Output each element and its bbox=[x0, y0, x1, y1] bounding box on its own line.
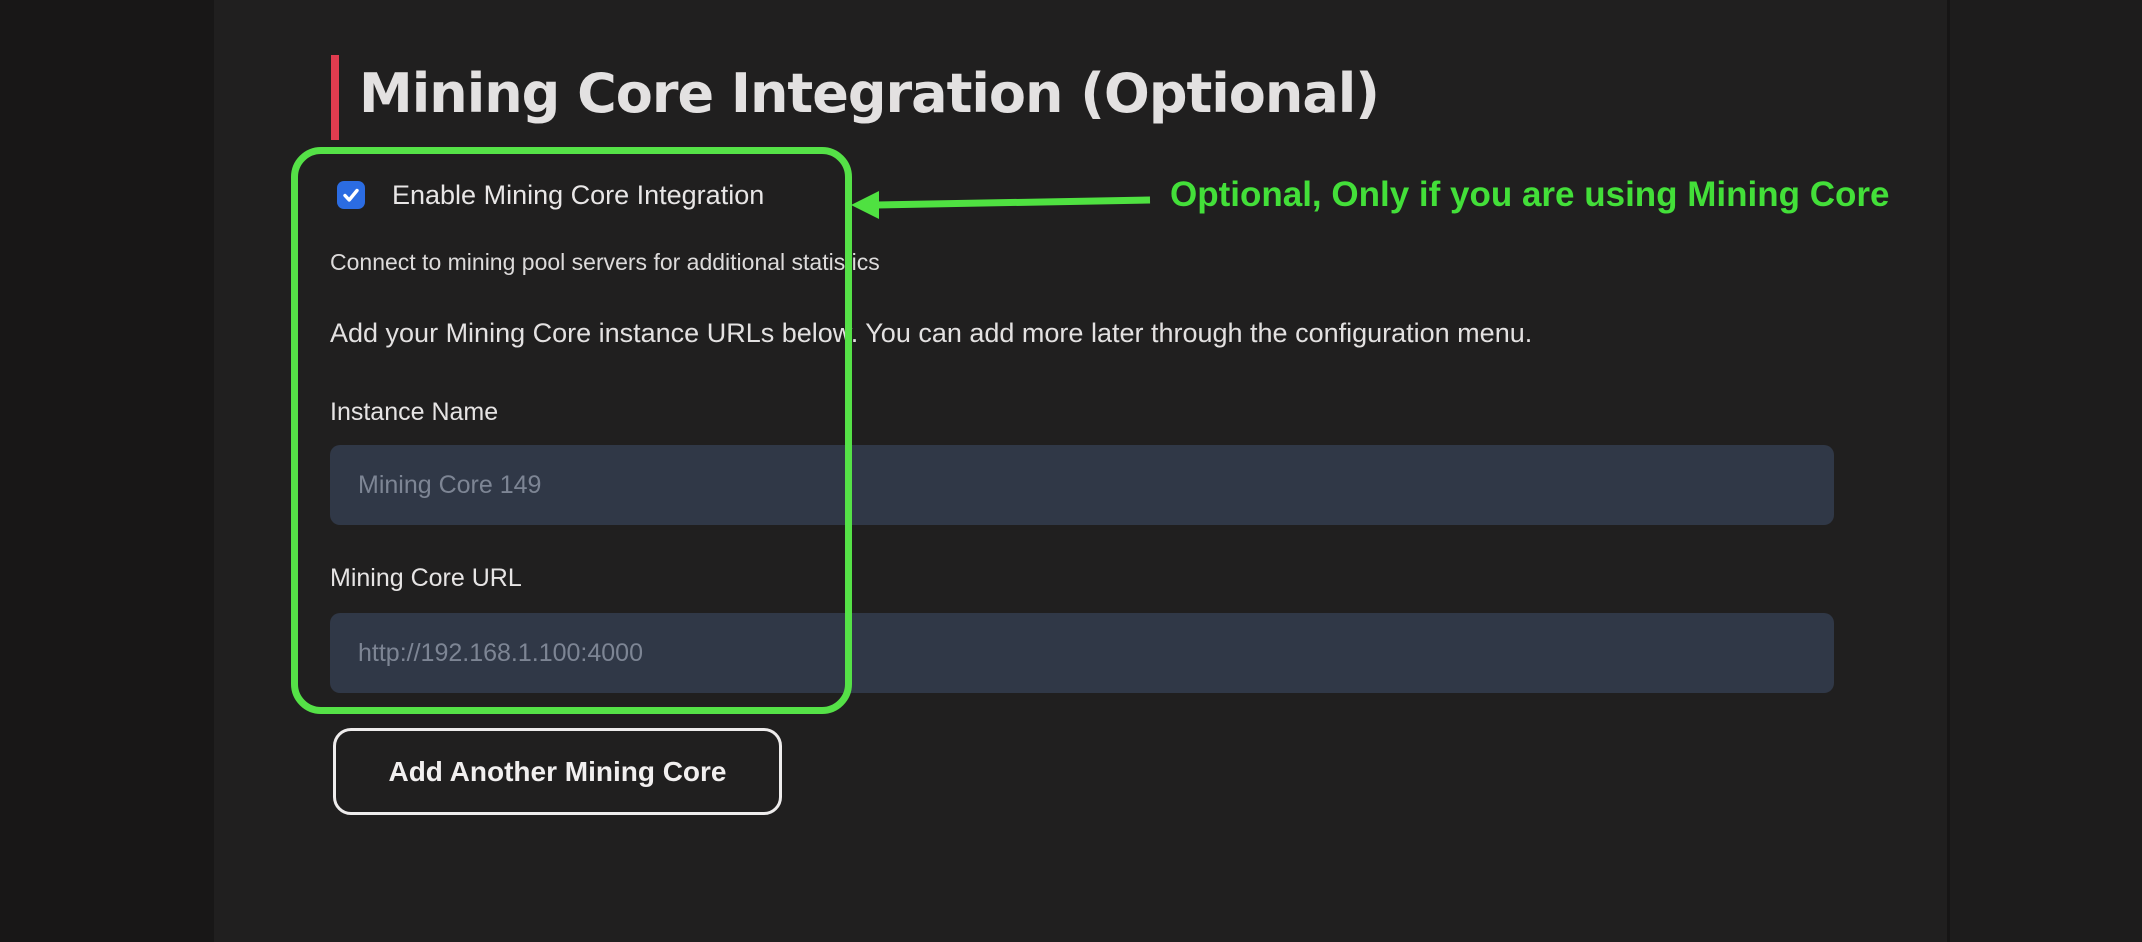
section-instructions: Add your Mining Core instance URLs below… bbox=[330, 318, 1533, 348]
enable-mining-core-checkbox[interactable] bbox=[337, 181, 365, 209]
annotation-note: Optional, Only if you are using Mining C… bbox=[1170, 175, 1890, 214]
right-background-strip bbox=[1950, 0, 2142, 942]
checkmark-icon bbox=[341, 185, 361, 205]
page-title: Mining Core Integration (Optional) bbox=[359, 62, 1380, 125]
add-another-mining-core-button[interactable]: Add Another Mining Core bbox=[333, 728, 782, 815]
left-background-strip bbox=[0, 0, 214, 942]
enable-mining-core-label[interactable]: Enable Mining Core Integration bbox=[392, 180, 765, 210]
instance-name-input[interactable] bbox=[330, 445, 1834, 525]
mining-core-url-label: Mining Core URL bbox=[330, 564, 522, 592]
annotation-arrow-icon bbox=[851, 191, 1151, 219]
instance-name-label: Instance Name bbox=[330, 398, 499, 426]
mining-core-url-input[interactable] bbox=[330, 613, 1834, 693]
heading-accent-bar bbox=[331, 55, 339, 140]
content-right-divider bbox=[1947, 0, 1950, 942]
checkbox-description: Connect to mining pool servers for addit… bbox=[330, 249, 880, 275]
